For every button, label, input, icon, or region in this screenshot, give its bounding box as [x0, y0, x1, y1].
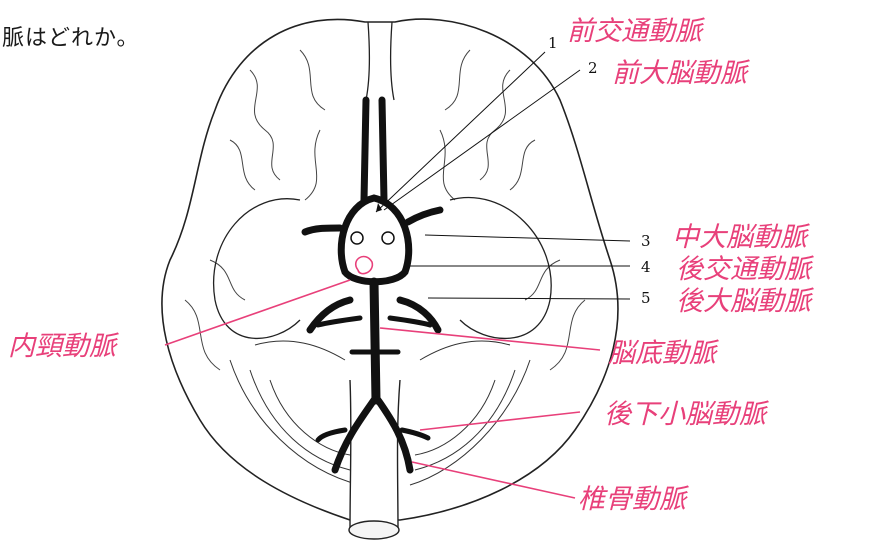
label-number-4: 4	[641, 258, 651, 276]
left-inner-node	[351, 232, 363, 244]
mca-left	[305, 228, 340, 232]
handwritten-pica: 後下小脳動脈	[604, 399, 769, 430]
handwritten-mca: 中大脳動脈	[672, 222, 810, 253]
aca-right	[382, 100, 384, 200]
label-number-3: 3	[641, 232, 651, 250]
handwritten-ica: 内頸動脈	[8, 331, 119, 362]
handwritten-pcom: 後交通動脈	[676, 254, 814, 285]
handwritten-pca: 後大脳動脈	[676, 286, 814, 317]
spinal-cord-cut	[349, 521, 399, 539]
handwritten-basilar: 脳底動脈	[608, 338, 719, 369]
label-number-1: 1	[548, 34, 558, 52]
label-number-2: 2	[588, 59, 598, 77]
handwritten-aca: 前大脳動脈	[612, 58, 750, 89]
handwritten-vertebral: 椎骨動脈	[578, 484, 689, 515]
right-inner-node	[382, 232, 394, 244]
basilar-artery	[374, 282, 376, 400]
handwritten-acom: 前交通動脈	[567, 16, 705, 47]
aca-left	[364, 100, 366, 200]
label-number-5: 5	[641, 289, 651, 307]
